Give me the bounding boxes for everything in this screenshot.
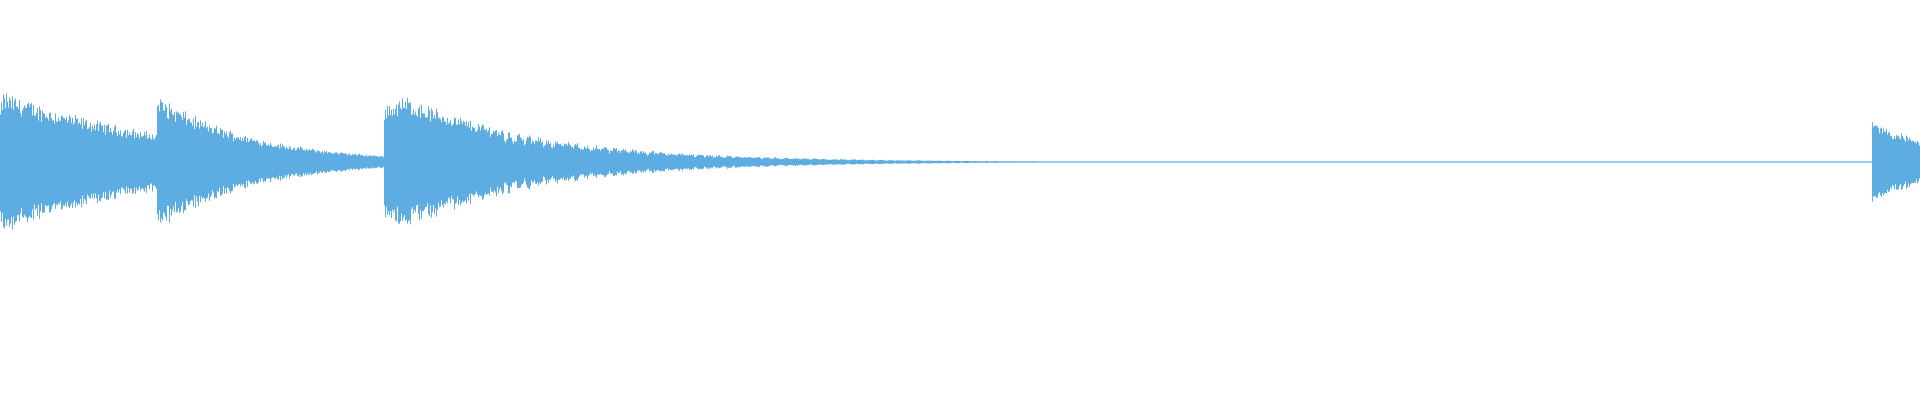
waveform-segment-note-4 (1872, 122, 1920, 202)
waveform-path-note-3 (384, 97, 1872, 225)
waveform-path-note-2 (157, 99, 384, 223)
waveform-segment-note-1 (0, 93, 157, 230)
waveform-peaks (0, 93, 1920, 230)
waveform-path-note-1 (0, 93, 157, 230)
waveform-path-note-4 (1872, 122, 1920, 202)
waveform-segment-note-2 (157, 99, 384, 223)
waveform-segment-note-3 (384, 97, 1872, 225)
